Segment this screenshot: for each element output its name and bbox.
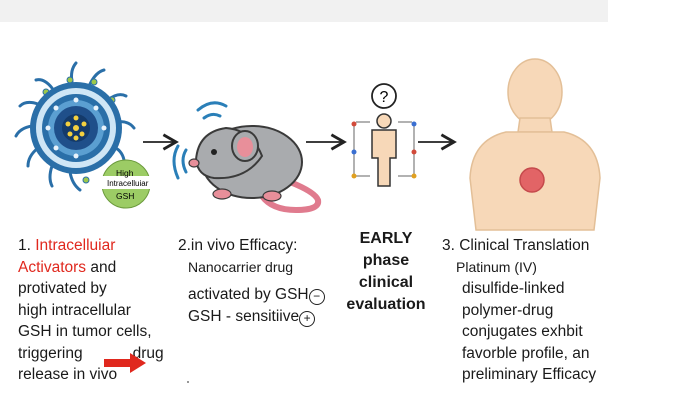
step1-line3: protivated by: [18, 280, 107, 297]
step1-line5: GSH in tumor cells,: [18, 323, 152, 340]
question-mark: ?: [380, 89, 389, 106]
plus-symbol: +: [299, 310, 316, 327]
early-line2: phase: [362, 252, 410, 269]
tumor-spot: [519, 167, 545, 193]
gsh-badge-line2: Intracelluiar: [107, 179, 149, 188]
early-line4: evaluation: [346, 296, 426, 313]
step1-line7: release in vivo: [18, 366, 118, 383]
step1-line6-b: drug: [132, 344, 164, 362]
nanoparticle-icon: [14, 61, 136, 192]
gsh-badge-line3: GSH: [116, 191, 134, 201]
step2-line4: GSH - sensitiive: [188, 307, 300, 325]
gsh-badge-line1: High: [116, 168, 134, 178]
early-line3: clinical: [358, 274, 414, 291]
patient-torso-icon: [469, 58, 601, 231]
early-phase-text: EARLY phase clinical evaluation: [340, 228, 432, 316]
gsh-badge: High Intracelluiar GSH: [100, 159, 158, 209]
step3-line3: disulfide-linked: [462, 280, 565, 297]
step2-text: 2.in vivo Efficacy: Nanocarrier drug act…: [178, 235, 325, 327]
clinical-evaluation-icon: ?: [351, 83, 417, 187]
step3-text: 3. Clinical Translation Platinum (IV) di…: [442, 235, 596, 386]
step2-line1: 2.in vivo Efficacy:: [178, 237, 298, 254]
early-line1: EARLY: [359, 230, 413, 247]
step1-text: 1. Intracelluiar Activators and protivat…: [18, 235, 164, 386]
step3-line4: polymer-drug: [462, 301, 554, 319]
step1-number: 1.: [18, 237, 36, 254]
step1-red-line2: Activators: [18, 258, 87, 276]
step2-line3: activated by GSH: [188, 286, 309, 303]
step2-line2: Nanocarrier drug: [188, 258, 294, 275]
red-arrow-icon: [104, 353, 146, 373]
step1-line2-rest: and: [86, 258, 117, 276]
mouse-icon: [172, 101, 322, 214]
step3-line2: Platinum (IV): [456, 258, 537, 275]
stray-dot: [187, 381, 189, 383]
step1-line6-a: triggering: [18, 344, 83, 362]
step3-line7: preliminary Efficacy: [462, 366, 597, 383]
step3-line5: conjugates exhbit: [462, 323, 583, 340]
step3-line1: 3. Clinical Translation: [442, 237, 590, 254]
step1-line4: high intracellular: [18, 301, 131, 319]
step1-red-line1: Intracelluiar: [35, 237, 116, 254]
step3-line6: favorble profile, an: [462, 344, 590, 362]
minus-symbol: −: [308, 289, 325, 305]
top-band: [0, 0, 608, 22]
